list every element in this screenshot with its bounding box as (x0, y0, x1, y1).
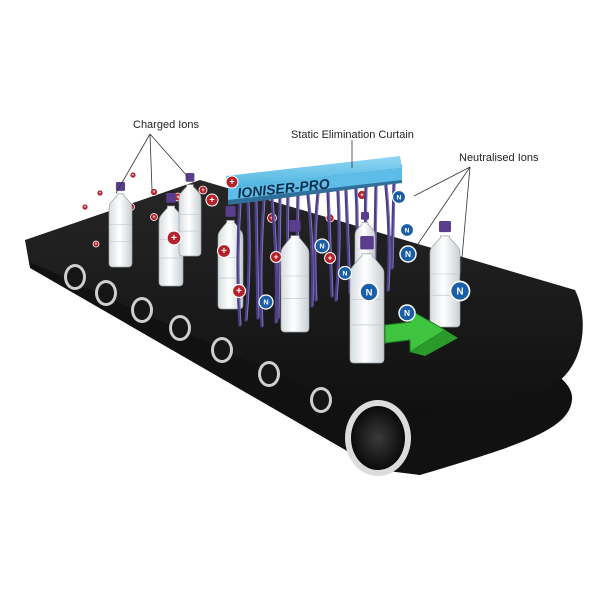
curtain-strand (334, 189, 341, 302)
positive-ion: + (92, 240, 100, 248)
svg-text:N: N (405, 227, 410, 234)
bottle (108, 182, 133, 268)
positive-ion: + (231, 283, 247, 299)
positive-ion: + (205, 193, 219, 207)
svg-text:N: N (366, 287, 373, 298)
end-roller (351, 406, 405, 470)
bottle (178, 173, 202, 257)
svg-text:+: + (236, 286, 242, 297)
svg-text:+: + (152, 190, 155, 196)
positive-ion: + (198, 185, 208, 195)
svg-text:+: + (201, 188, 205, 194)
svg-text:N: N (263, 298, 268, 307)
neutral-ion: N (391, 189, 407, 205)
roller (95, 280, 117, 306)
neutral-ion: N (449, 280, 471, 302)
curtain-label: Static Elimination Curtain (291, 129, 414, 141)
svg-text:+: + (132, 172, 135, 177)
svg-text:N: N (404, 308, 410, 318)
positive-ion: + (96, 189, 104, 197)
positive-ion: + (150, 188, 158, 196)
neutral-ion: N (399, 222, 415, 238)
svg-text:+: + (229, 177, 234, 187)
roller (64, 264, 86, 290)
neutral-ion: N (314, 238, 330, 254)
positive-ion: + (150, 213, 158, 221)
svg-text:N: N (319, 242, 324, 251)
svg-text:N: N (405, 249, 411, 259)
curtain-strand (306, 193, 315, 308)
svg-text:+: + (274, 252, 279, 261)
svg-text:N: N (456, 287, 463, 298)
svg-text:+: + (171, 232, 177, 244)
bottle (429, 221, 461, 328)
roller (258, 361, 280, 387)
positive-ion: + (81, 203, 89, 211)
svg-text:+: + (270, 215, 274, 222)
positive-ion: + (225, 175, 239, 189)
neutral-ion: N (258, 294, 274, 310)
svg-text:+: + (95, 241, 98, 246)
curtain-strand (344, 188, 352, 294)
belt-rollers (64, 264, 332, 413)
svg-text:+: + (84, 204, 87, 209)
svg-text:N: N (343, 270, 348, 277)
positive-ion: + (129, 171, 137, 179)
svg-text:+: + (152, 215, 155, 221)
roller (310, 387, 332, 413)
roller (131, 297, 153, 323)
neutralised-ions-label: Neutralised Ions (459, 152, 539, 164)
charged-ions-label: Charged Ions (133, 119, 200, 131)
svg-text:+: + (221, 246, 227, 257)
ions-front: + + + + + + + N N N N N N N N N (166, 175, 471, 322)
neutral-ion: N (399, 245, 417, 263)
bottle (280, 220, 310, 333)
roller (211, 337, 233, 363)
callout-lines (115, 133, 471, 281)
neutral-ion: N (359, 282, 379, 302)
curtain-strand (254, 199, 260, 320)
svg-text:+: + (360, 192, 364, 199)
svg-text:+: + (99, 190, 102, 195)
positive-ion: + (216, 243, 232, 259)
neutral-ion: N (337, 265, 353, 281)
bottles-front (280, 212, 461, 364)
curtain-strand (259, 198, 266, 328)
svg-text:+: + (176, 195, 180, 201)
positive-ion: + (324, 252, 336, 264)
curtain-strand (236, 201, 242, 327)
svg-text:+: + (209, 195, 214, 205)
roller (169, 315, 191, 341)
neutral-ion: N (398, 304, 416, 322)
positive-ion: + (270, 251, 282, 263)
curtain-strand (326, 190, 334, 298)
curtain-strand (384, 184, 391, 292)
positive-ion: + (166, 230, 182, 246)
curtain-strand (244, 200, 251, 322)
svg-text:N: N (397, 194, 402, 201)
svg-text:+: + (328, 253, 333, 262)
